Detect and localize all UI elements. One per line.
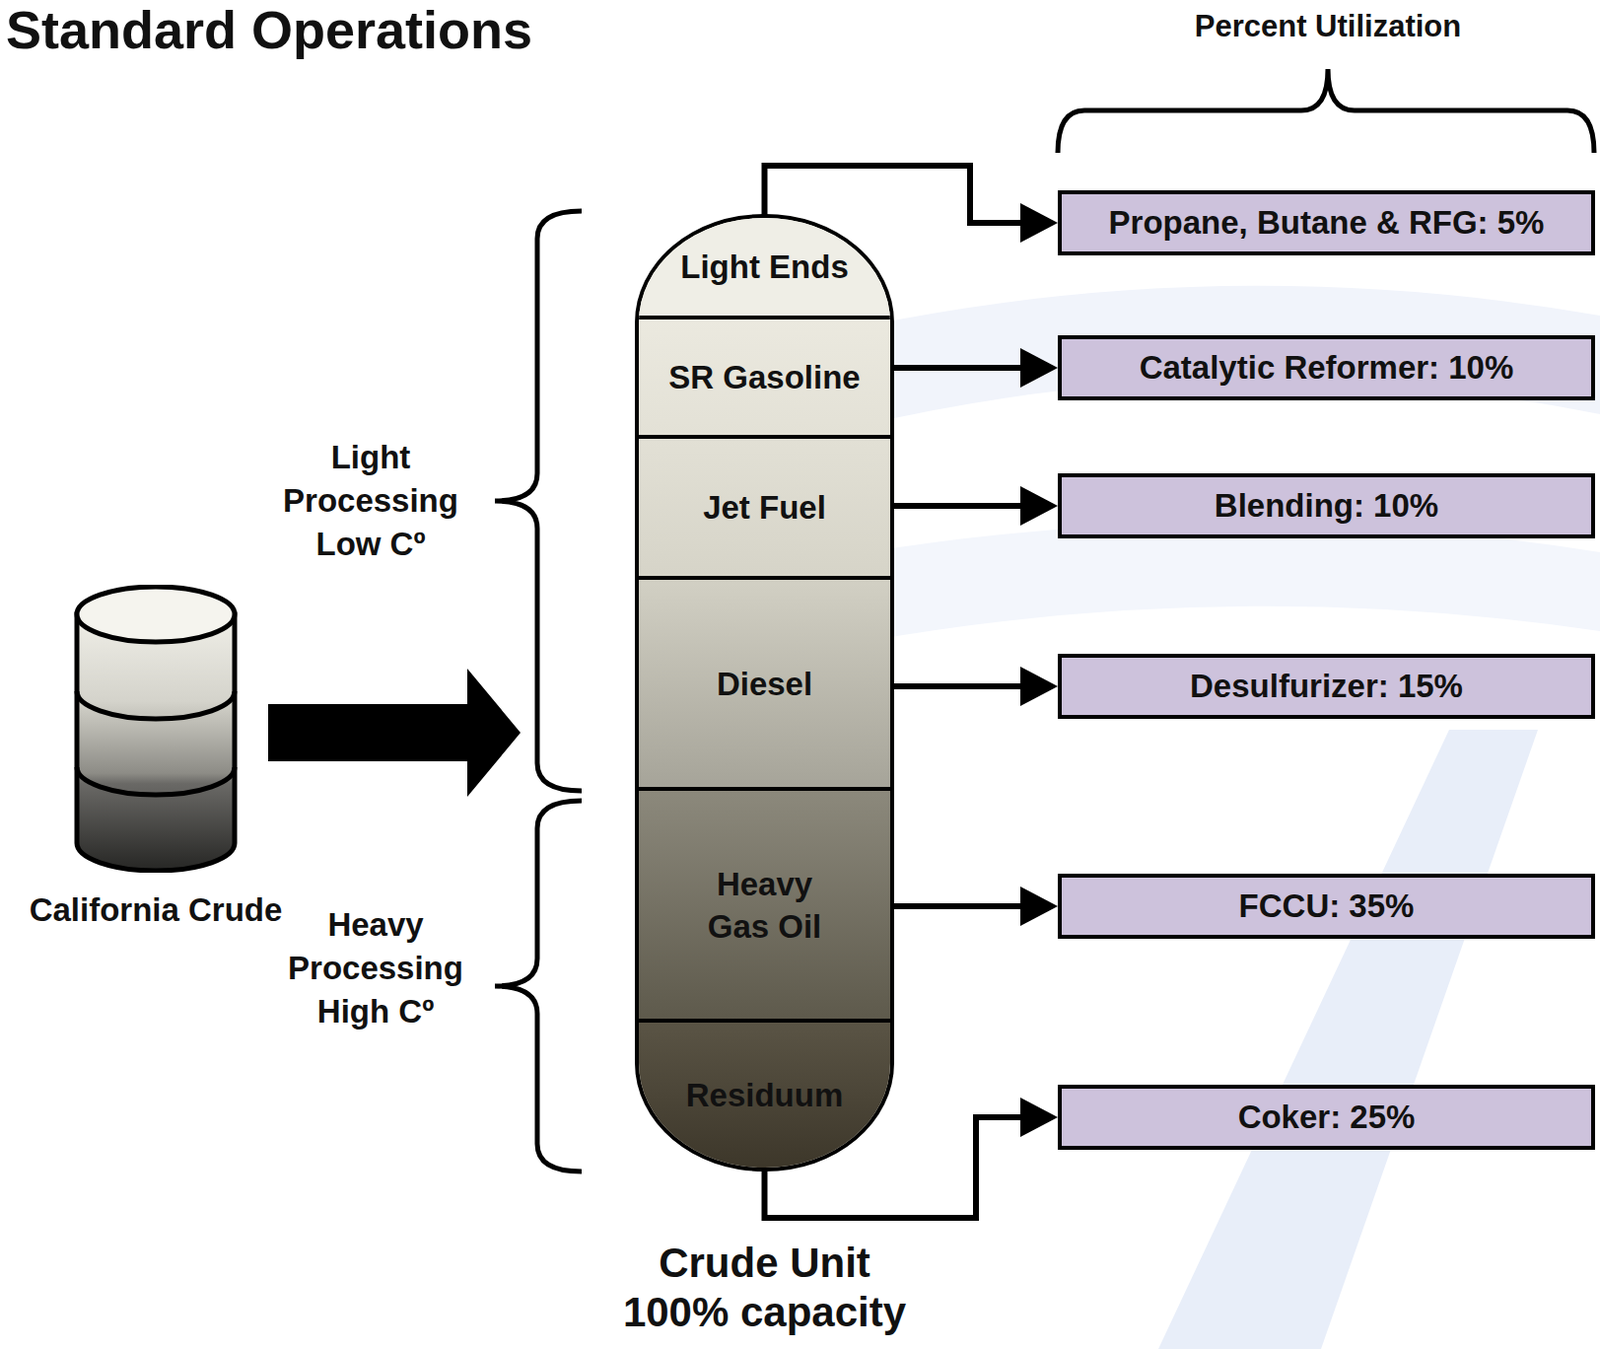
annotation-label: Heavy Processing High Cº <box>277 903 475 1034</box>
process-box: Coker: 25% <box>1057 1084 1596 1150</box>
arrow-head <box>1020 1097 1058 1137</box>
tank-drawing <box>73 584 238 873</box>
column-section: Residuum <box>638 1022 891 1168</box>
process-box: Propane, Butane & RFG: 5% <box>1057 190 1596 256</box>
flow-connector <box>890 886 1058 926</box>
flow-line <box>765 165 1022 223</box>
feed-arrow <box>268 668 521 797</box>
arrow-head <box>1020 886 1058 926</box>
column-section: SR Gasoline <box>638 319 891 439</box>
section-label: Jet Fuel <box>702 486 827 529</box>
process-box: Desulfurizer: 15% <box>1057 653 1596 719</box>
background-swoosh <box>867 285 1600 424</box>
column-shell: Light Ends SR GasolineJet FuelDieselHeavy… <box>634 213 895 1172</box>
process-label: Catalytic Reformer: 10% <box>1139 347 1515 388</box>
processing-bracket <box>494 210 582 791</box>
section-label: Residuum <box>686 1073 844 1116</box>
flow-line <box>890 364 1021 371</box>
section-label: SR Gasoline <box>668 355 860 399</box>
processing-bracket <box>494 800 582 1172</box>
utilization-brace <box>1057 69 1595 153</box>
process-box: FCCU: 35% <box>1057 873 1596 939</box>
page-title: Standard Operations <box>5 0 533 60</box>
background-swoosh <box>867 522 1600 641</box>
column-section: Heavy Gas Oil <box>638 790 891 1023</box>
unit-caption: Crude Unit 100% capacity <box>617 1238 913 1337</box>
section-label: Heavy Gas Oil <box>695 862 835 948</box>
flow-connector <box>890 666 1058 706</box>
flow-line <box>890 683 1021 690</box>
tank-label: California Crude <box>29 890 283 930</box>
tank-ring <box>76 766 235 795</box>
flow-connector <box>890 347 1058 388</box>
arrow-head <box>1020 486 1058 526</box>
process-label: Blending: 10% <box>1214 486 1439 526</box>
process-label: Propane, Butane & RFG: 5% <box>1109 203 1545 243</box>
distillation-column: Light Ends SR GasolineJet FuelDieselHeavy… <box>634 213 895 1172</box>
process-label: Coker: 25% <box>1238 1097 1416 1137</box>
crude-tank: California Crude <box>73 584 238 873</box>
arrow-head <box>1020 347 1058 388</box>
annotation-label: Percent Utilization <box>1130 7 1526 46</box>
flow-connector <box>268 668 521 797</box>
column-section: Light Ends <box>638 217 891 320</box>
flow-line <box>890 502 1021 509</box>
column-section: Jet Fuel <box>638 438 891 580</box>
background-band <box>1158 729 1538 1349</box>
section-label: Diesel <box>716 662 813 705</box>
section-label: Light Ends <box>680 245 848 288</box>
process-box: Blending: 10% <box>1057 473 1596 539</box>
arrow-head <box>1020 666 1058 706</box>
annotation-label: Light Processing Low Cº <box>272 435 470 566</box>
tank-ring <box>76 691 235 719</box>
process-box: Catalytic Reformer: 10% <box>1057 335 1596 401</box>
tank-body <box>76 614 235 871</box>
arrow-head <box>1020 203 1058 243</box>
column-section: Diesel <box>638 579 891 791</box>
flow-line <box>890 903 1021 909</box>
process-label: FCCU: 35% <box>1239 886 1415 926</box>
flow-connector <box>890 486 1058 526</box>
tank-top <box>76 586 235 642</box>
process-label: Desulfurizer: 15% <box>1189 666 1463 706</box>
